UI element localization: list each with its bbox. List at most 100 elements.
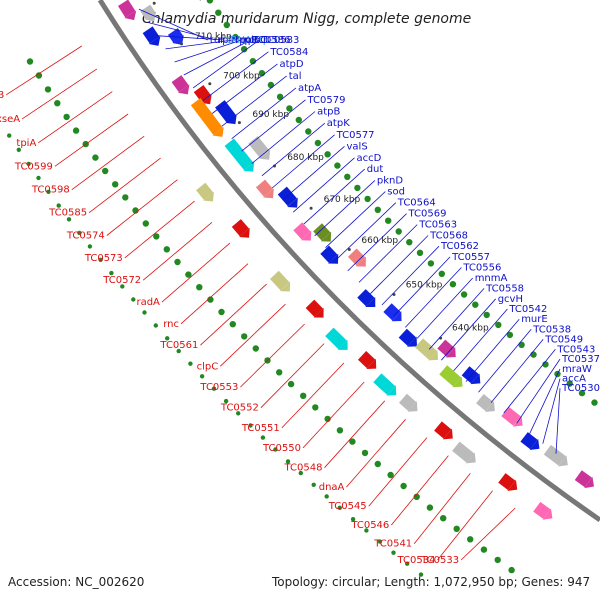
track-dot (344, 173, 351, 180)
leader-line (405, 267, 462, 328)
gene-label-rada: radA (136, 297, 160, 308)
gene-label-tc0556: TC0556 (462, 263, 501, 274)
gene-label-atpa: atpA (298, 83, 321, 94)
gene-feature-arrow (465, 452, 476, 464)
gene-label-tc0552: TC0552 (220, 403, 259, 414)
gene-feature-arrow (485, 401, 495, 412)
gene-feature-block (167, 28, 184, 43)
kbp-tick (152, 1, 156, 5)
gene-label-tc0550: TC0550 (262, 443, 301, 454)
gene-label-rnc: rnc (163, 319, 179, 330)
leader-line (54, 113, 129, 167)
gene-label-tc0533: TC0533 (420, 555, 459, 566)
track-dot (223, 21, 230, 29)
track-dot (374, 460, 381, 468)
leader-line (347, 213, 407, 272)
track-dot (267, 81, 275, 89)
leader-line (192, 39, 260, 89)
gene-label-tc0530: TC0530 (561, 383, 600, 394)
kbp-tick (309, 206, 313, 210)
gene-feature-arrow (243, 161, 255, 172)
leader-line (147, 22, 217, 41)
track-dot (349, 438, 356, 445)
gene-feature (293, 222, 312, 241)
track-dot (98, 257, 103, 262)
track-dot (249, 58, 257, 65)
gene-feature-block (224, 138, 254, 171)
gene-label-tc0541: TC0541 (373, 539, 412, 550)
gene-feature-block (452, 441, 475, 463)
gene-label-tc0584: TC0584 (269, 47, 308, 58)
leader-line (221, 75, 287, 127)
gene-feature (117, 0, 137, 21)
gene-feature (414, 338, 438, 361)
track-dot (364, 528, 369, 533)
track-dot (467, 536, 474, 543)
gene-feature-block (439, 365, 462, 387)
track-dot (324, 151, 331, 158)
kbp-tick (208, 82, 212, 86)
leader-line (124, 200, 195, 259)
leader-line (156, 35, 225, 41)
track-dot (232, 33, 239, 41)
kbp-tick-label: 670 kbp (324, 195, 361, 205)
track-dot (248, 423, 253, 428)
gene-feature-arrow (279, 281, 291, 292)
track-dot (413, 493, 420, 500)
gene-label-tpia: tpiA (16, 138, 36, 149)
kbp-tick-label: 720 kbp (168, 0, 205, 2)
track-dot (92, 154, 99, 161)
leader-line (453, 308, 508, 372)
track-dot (109, 270, 114, 276)
gene-feature (313, 223, 332, 242)
track-dot (188, 361, 193, 366)
gene-feature (373, 373, 397, 396)
gene-feature-arrow (529, 438, 540, 451)
gene-feature-block (215, 100, 236, 123)
leader-line (324, 400, 386, 468)
leader-line (390, 455, 449, 526)
track-dot (56, 203, 61, 208)
track-dot (120, 284, 125, 289)
track-dot (199, 374, 205, 379)
gene-feature (325, 327, 348, 350)
leader-line (393, 256, 451, 317)
track-dot (416, 249, 424, 256)
leader-line (165, 39, 234, 50)
leader-line (358, 224, 418, 283)
track-dot (312, 404, 319, 411)
gene-label-tc0553: TC0553 (199, 382, 238, 393)
leader-line (460, 507, 516, 561)
track-dot (566, 380, 573, 387)
gene-feature (255, 179, 274, 199)
track-dot (495, 321, 502, 329)
gene-label-tc0572: TC0572 (102, 275, 141, 286)
gene-label-tuf: tuf (210, 35, 224, 46)
leader-line (441, 298, 496, 361)
track-dot (314, 139, 322, 147)
track-dot (211, 386, 217, 391)
leader-line (183, 39, 251, 76)
gene-label-atpb: atpB (317, 107, 340, 118)
leader-line (503, 349, 556, 414)
track-dot (300, 392, 307, 399)
track-dot (206, 0, 214, 4)
gene-label-tc0583: TC0583 (260, 35, 299, 46)
gene-feature-arrow (259, 149, 271, 160)
gene-feature-arrow (386, 385, 397, 396)
gene-feature-block (461, 366, 479, 384)
gene-feature-arrow (445, 347, 456, 358)
leader-line (542, 378, 561, 444)
leader-line (202, 51, 269, 102)
track-dot (54, 100, 61, 107)
track-dot (377, 539, 383, 544)
gene-label-tc0599: TC0599 (14, 161, 53, 172)
map-title: Chlamydia muridarum Nigg, complete genom… (142, 11, 471, 27)
gene-feature-block (117, 0, 136, 18)
gene-label-tc0542: TC0542 (508, 304, 547, 315)
gene-label-dnaa: dnaA (319, 482, 345, 493)
leader-line (478, 329, 532, 393)
kbp-tick-label: 700 kbp (223, 71, 260, 81)
gene-label-tc0549: TC0549 (544, 334, 583, 345)
gene-label-tc0569: TC0569 (408, 209, 447, 220)
